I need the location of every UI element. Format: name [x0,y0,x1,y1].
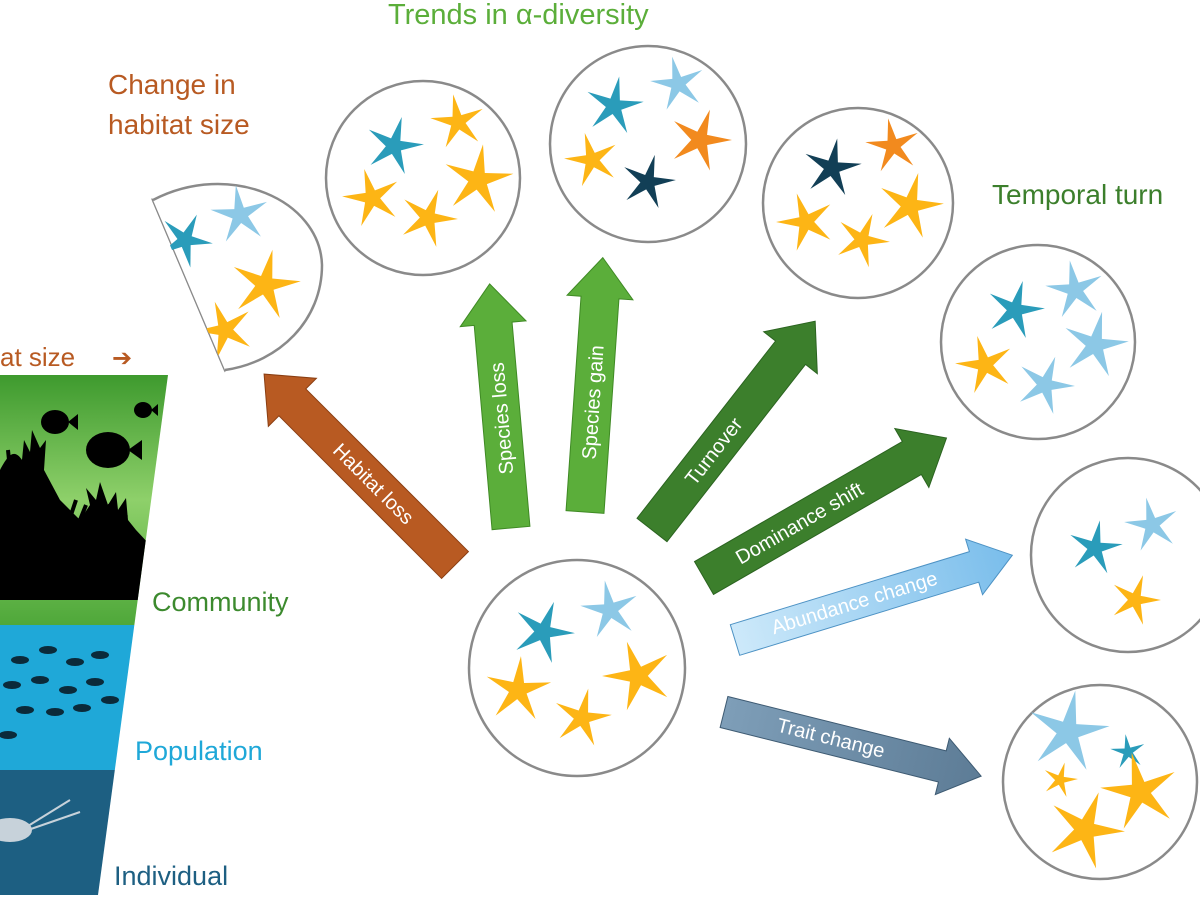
species-gain-circle [548,44,748,244]
turnover-circle [761,106,955,300]
abundance-change-circle [1029,456,1200,654]
species-gain-arrow: Species gain [565,256,634,514]
dominance-shift-label: Dominance shift [732,478,868,569]
fish-school [0,646,119,739]
reef-silhouette [0,430,168,600]
baseline-community-circle [467,558,687,778]
coral-branch [6,449,128,531]
organization-level-panel [0,375,168,895]
reduced-habitat-circle [151,181,324,373]
temporal-turnover-title: Temporal turn [992,179,1163,210]
species-loss-circle [324,79,522,277]
dominance-shift-circle [939,243,1137,441]
species-loss-arrow: Species loss [459,283,531,531]
change-habitat-title-line2: habitat size [108,109,250,140]
habitat-size-arrow-icon: ➔ [112,345,132,372]
shrimp-silhouette [0,799,81,842]
individual-label: Individual [114,861,228,891]
change-habitat-title-line1: Change in [108,69,236,100]
habitat-size-cut-label: at size [0,342,75,372]
habitat-loss-arrow: Habitat loss [263,373,470,580]
habitat-loss-label: Habitat loss [328,440,417,529]
community-label: Community [152,587,289,617]
trait-change-circle [1001,683,1199,881]
population-label: Population [135,736,263,766]
alpha-diversity-title: Trends in α-diversity [388,0,649,31]
abundance-change-label: Abundance change [769,568,940,639]
fish-silhouettes [41,402,158,468]
trait-change-arrow: Trait change [719,695,982,796]
